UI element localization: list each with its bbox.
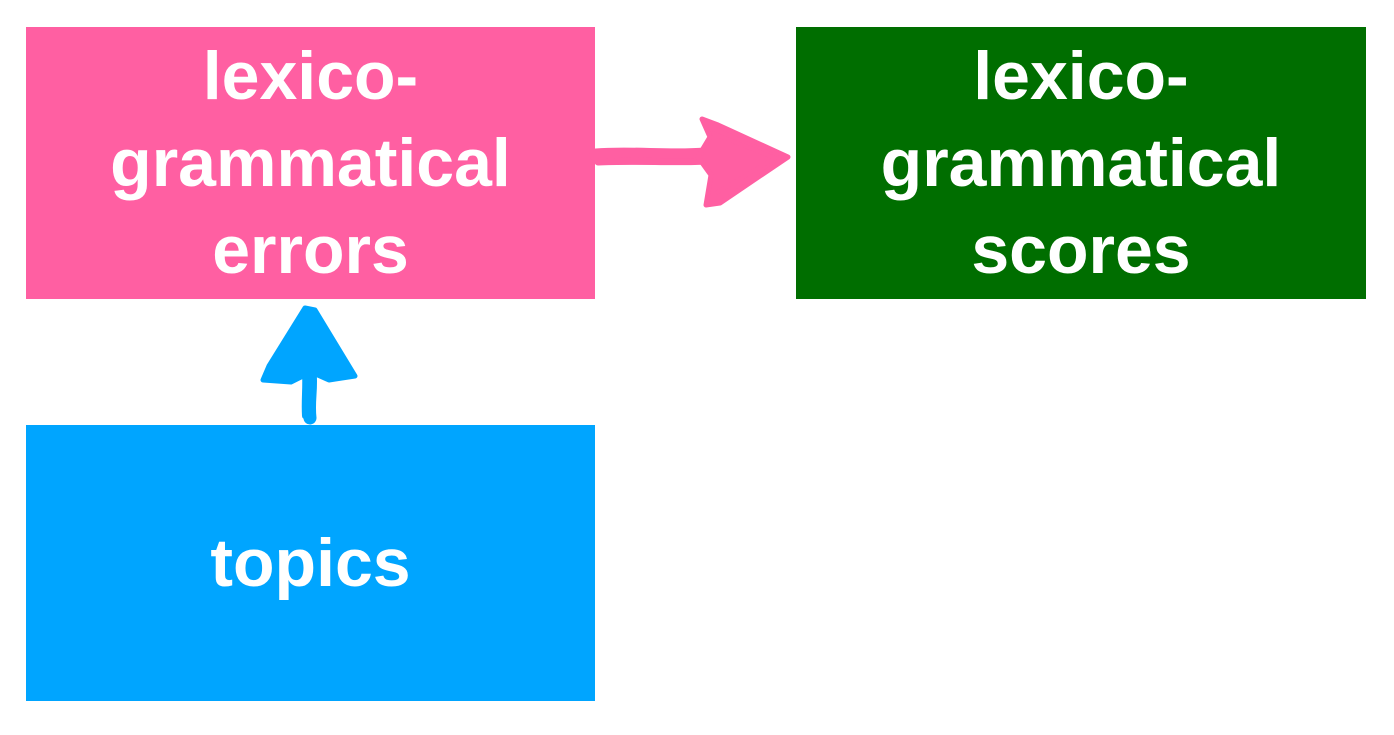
node-lexico-grammatical-errors: lexico- grammatical errors <box>26 27 595 299</box>
node-label: topics <box>210 520 410 607</box>
node-topics: topics <box>26 425 595 701</box>
arrow-head-stroke <box>273 318 345 376</box>
node-label-line: scores <box>971 211 1191 288</box>
node-label-line: lexico- <box>973 37 1189 114</box>
arrow-head <box>695 116 791 208</box>
node-label-line: grammatical <box>880 124 1282 201</box>
node-label: lexico- grammatical errors <box>110 33 511 294</box>
arrow-shaft <box>302 363 318 425</box>
node-label: lexico- grammatical scores <box>881 33 1282 294</box>
node-label-line: topics <box>210 524 411 601</box>
arrow-right-icon <box>589 116 791 208</box>
arrow-topics-to-errors <box>260 305 358 425</box>
node-label-line: lexico- <box>202 37 419 114</box>
arrow-up-icon <box>260 305 358 425</box>
arrow-shaft <box>589 147 712 162</box>
node-lexico-grammatical-scores: lexico- grammatical scores <box>796 27 1366 299</box>
node-label-line: errors <box>212 211 409 288</box>
arrow-head-stroke <box>711 131 777 195</box>
arrow-head <box>260 305 358 385</box>
node-label-line: grammatical <box>110 124 511 201</box>
arrow-shaft-stroke <box>594 157 712 166</box>
arrow-shaft-stroke <box>301 369 309 419</box>
arrow-errors-to-scores <box>589 116 791 208</box>
